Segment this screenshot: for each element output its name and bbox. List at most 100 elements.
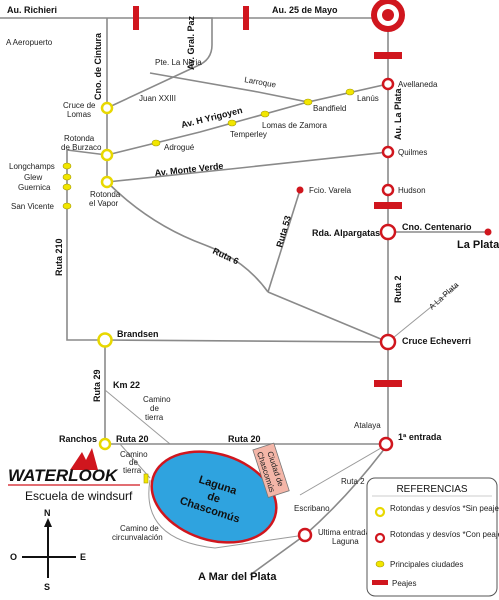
legend-item-1-label: Rotondas y desvíos *Sin peaje (390, 504, 499, 513)
legend-item-3-label: Principales ciudades (390, 560, 463, 569)
road-label-centenario: Cno. Centenario (402, 222, 472, 232)
road-label-ruta2-south: Ruta 2 (341, 477, 365, 486)
label-ranchos: Ranchos (59, 434, 97, 444)
road-label-monte-verde: Av. Monte Verde (154, 161, 224, 178)
lagoon-label-2: de (206, 490, 222, 505)
label-brandsen: Brandsen (117, 329, 159, 339)
label-cruce-lomas-1: Cruce de (63, 101, 96, 110)
label-camino-tierra-3: tierra (145, 413, 164, 422)
city-dot (303, 98, 313, 106)
label-temperley: Temperley (230, 130, 267, 139)
label-cruce-echeverri: Cruce Echeverri (402, 336, 471, 346)
legend-roundabout-red-icon (374, 532, 386, 544)
city-dot (227, 119, 237, 127)
roundabout-toll-icon (379, 333, 397, 351)
road-label-ruta6: Ruta 6 (211, 246, 240, 267)
road-monte-verde (106, 151, 389, 183)
label-la-plata: La Plata (457, 239, 499, 251)
road-gral-paz (106, 17, 213, 109)
label-lanus: Lanús (357, 94, 379, 103)
legend-roundabout-yellow-icon (374, 506, 386, 518)
label-camino-tierra-b3: tierra (123, 466, 142, 475)
road-network (0, 17, 488, 576)
label-glew: Glew (24, 173, 42, 182)
roundabout-toll-icon (381, 145, 395, 159)
roundabout-toll-icon (381, 183, 395, 197)
road-label-ruta20-a: Ruta 20 (116, 434, 149, 444)
compass-o: O (10, 552, 17, 562)
legend: REFERENCIAS Rotondas y desvíos *Sin peaj… (366, 477, 499, 597)
label-alpargatas: Rda. Alpargatas (312, 228, 380, 238)
roundabout-icon (100, 101, 114, 115)
road-brandsen-echeverri (104, 339, 389, 343)
roundabout-toll-icon (378, 436, 394, 452)
city-dot (151, 139, 161, 147)
label-juan23: Juan XXIII (139, 94, 176, 103)
label-quilmes: Quilmes (398, 148, 427, 157)
toll-bar (374, 202, 402, 209)
roundabout-icon (97, 332, 113, 348)
road-escribano (299, 443, 389, 496)
waterlook-logo: WATERLOOK Escuela de windsurf (8, 448, 149, 503)
roundabouts-no-toll (97, 101, 114, 451)
roundabout-toll-icon (379, 223, 397, 241)
road-ruta210 (66, 150, 105, 341)
toll-bar (133, 6, 139, 30)
road-label-yrigoyen: Av. H Yrigoyen (180, 105, 243, 130)
compass-n: N (44, 508, 51, 518)
label-mar-del-plata: A Mar del Plata (198, 571, 277, 583)
label-ultima-2: Laguna (332, 537, 359, 546)
toll-booths (133, 6, 402, 387)
label-camino-tierra-b1: Camino (120, 450, 148, 459)
city-dot (62, 202, 72, 210)
road-label-ruta2: Ruta 2 (393, 275, 403, 303)
legend-title: REFERENCIAS (396, 484, 467, 495)
label-adrogue: Adrogué (164, 143, 195, 152)
label-burzaco-1: Rotonda (64, 134, 95, 143)
road-ruta6-echeverri (267, 291, 389, 343)
legend-city-dot-icon (375, 560, 385, 568)
legend-toll-icon (372, 580, 388, 585)
roundabout-icon (98, 437, 112, 451)
label-vapor-2: el Vapor (89, 199, 119, 208)
legend-item-2-label: Rotondas y desvíos *Con peaje (390, 530, 499, 539)
city-dot (62, 173, 72, 181)
road-label-cintura: Cno. de Cintura (93, 32, 103, 100)
roundabout-toll-icon (297, 527, 313, 543)
label-hudson: Hudson (398, 186, 426, 195)
label-camino-tierra-2: de (150, 404, 159, 413)
label-lomas-zamora: Lomas de Zamora (262, 121, 327, 130)
road-label-ruta29: Ruta 29 (92, 369, 102, 402)
roundabouts-toll (297, 77, 397, 543)
label-ultima-1: Ultima entrada (318, 528, 371, 537)
road-label-25-mayo: Au. 25 de Mayo (272, 5, 338, 15)
road-a-la-plata (387, 284, 459, 343)
city-dot (62, 183, 72, 191)
road-label-au-la-plata: Au. La Plata (393, 87, 403, 140)
label-primera-entrada: 1ª entrada (398, 432, 442, 442)
label-longchamps: Longchamps (9, 162, 55, 171)
label-banfield: Bandfield (313, 104, 346, 113)
road-ruta53 (267, 189, 301, 293)
label-camino-tierra-1: Camino (143, 395, 171, 404)
ciudad-chascomus-box: Ciudad de Chascomús (252, 442, 290, 498)
toll-bar (374, 52, 402, 59)
road-camino-tierra-west (119, 443, 151, 479)
label-circunv-2: circunvalación (112, 533, 163, 542)
varela-dot (296, 186, 304, 194)
label-circunv-1: Camino de (120, 524, 159, 533)
label-camino-tierra-b2: de (129, 458, 138, 467)
road-label-gral-paz: Av. Gral. Paz (186, 15, 196, 70)
city-dot (345, 88, 355, 96)
label-escribano: Escribano (294, 504, 330, 513)
road-circunvalacion (148, 479, 306, 549)
label-vapor-1: Rotonda (90, 190, 121, 199)
compass-e: E (80, 552, 86, 562)
label-burzaco-2: de Burzaco (61, 143, 102, 152)
label-aeropuerto: A Aeropuerto (6, 38, 53, 47)
road-label-a-la-plata: A La Plata (427, 280, 461, 311)
roundabout-toll-icon (381, 77, 395, 91)
roundabout-icon (100, 148, 114, 162)
label-guernica: Guernica (18, 183, 51, 192)
